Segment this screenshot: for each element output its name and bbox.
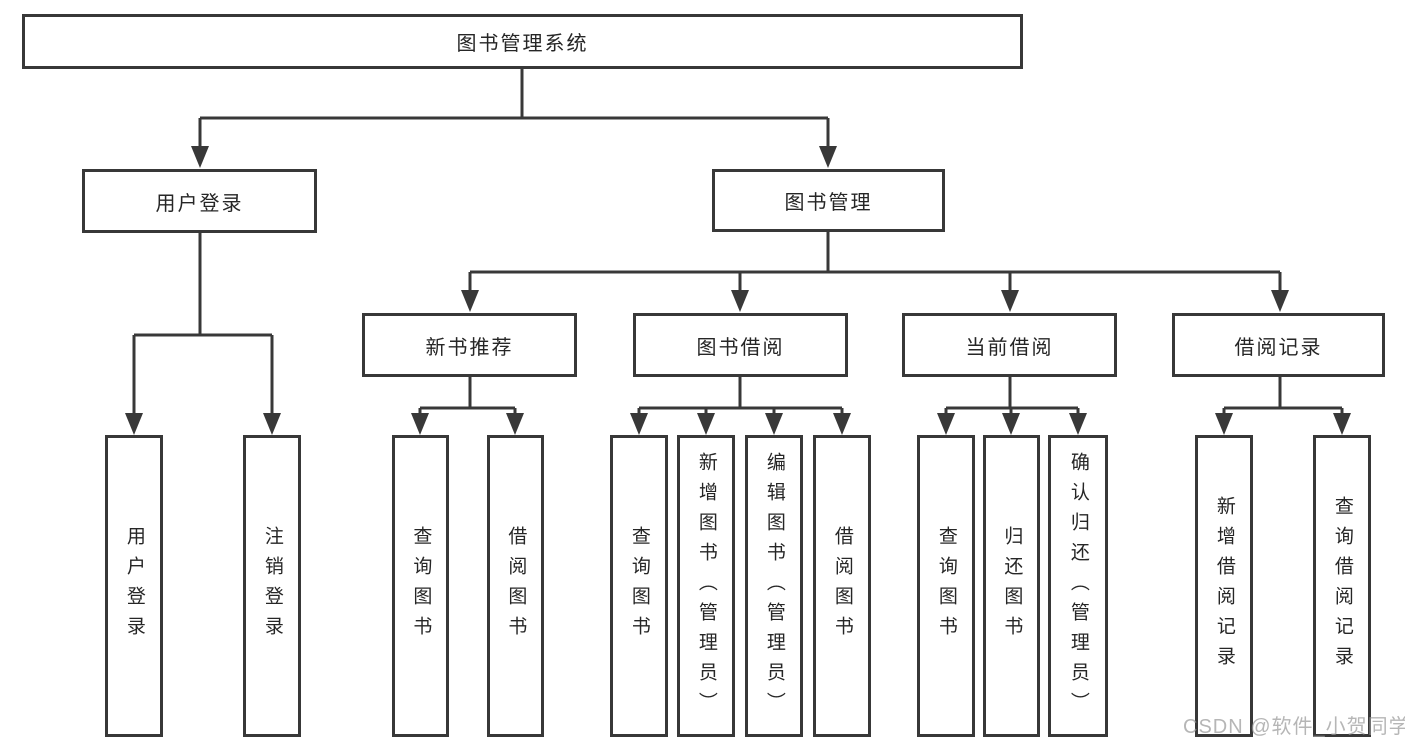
leaf-confirm-return-admin: 确认归还（管理员） — [1048, 435, 1108, 737]
leaf-logout: 注销登录 — [243, 435, 301, 737]
leaf-query-books-recommend: 查询图书 — [392, 435, 449, 737]
leaf-borrow-book: 借阅图书 — [813, 435, 871, 737]
leaf-return-book: 归还图书 — [983, 435, 1040, 737]
leaf-add-borrow-record-label: 新增借阅记录 — [1213, 496, 1235, 676]
leaf-add-book-admin: 新增图书（管理员） — [677, 435, 735, 737]
csdn-watermark: CSDN @软件_小贺同学 — [1183, 716, 1405, 738]
node-user-login: 用户登录 — [82, 169, 317, 233]
node-borrow-record: 借阅记录 — [1172, 313, 1385, 377]
leaf-query-borrow-record-label: 查询借阅记录 — [1331, 496, 1353, 676]
node-current-borrow-label: 当前借阅 — [965, 336, 1054, 359]
leaf-add-book-admin-label: 新增图书（管理员） — [695, 452, 717, 722]
leaf-query-books-recommend-label: 查询图书 — [410, 526, 432, 646]
leaf-borrow-books-recommend-label: 借阅图书 — [505, 526, 527, 646]
leaf-query-books-current-label: 查询图书 — [935, 526, 957, 646]
node-new-book-recommend-label: 新书推荐 — [425, 336, 514, 359]
leaf-user-login: 用户登录 — [105, 435, 163, 737]
leaf-edit-book-admin-label: 编辑图书（管理员） — [763, 452, 785, 722]
node-new-book-recommend: 新书推荐 — [362, 313, 577, 377]
node-user-login-label: 用户登录 — [155, 192, 244, 215]
leaf-query-books-borrow: 查询图书 — [610, 435, 668, 737]
leaf-user-login-label: 用户登录 — [123, 526, 145, 646]
leaf-query-books-borrow-label: 查询图书 — [628, 526, 650, 646]
node-book-management-label: 图书管理 — [784, 192, 873, 214]
leaf-borrow-books-recommend: 借阅图书 — [487, 435, 544, 737]
node-borrow-record-label: 借阅记录 — [1234, 336, 1323, 359]
node-current-borrow: 当前借阅 — [902, 313, 1117, 377]
node-book-borrow-label: 图书借阅 — [696, 336, 785, 359]
leaf-borrow-book-label: 借阅图书 — [831, 526, 853, 646]
arrowheads — [125, 146, 1351, 435]
leaf-query-borrow-record: 查询借阅记录 — [1313, 435, 1371, 737]
leaf-add-borrow-record: 新增借阅记录 — [1195, 435, 1253, 737]
leaf-confirm-return-admin-label: 确认归还（管理员） — [1067, 452, 1089, 722]
node-book-borrow: 图书借阅 — [633, 313, 848, 377]
leaf-return-book-label: 归还图书 — [1001, 526, 1023, 646]
leaf-edit-book-admin: 编辑图书（管理员） — [745, 435, 803, 737]
node-root-system: 图书管理系统 — [22, 14, 1023, 69]
leaf-query-books-current: 查询图书 — [917, 435, 975, 737]
node-book-management: 图书管理 — [712, 169, 945, 232]
leaf-logout-label: 注销登录 — [261, 526, 283, 646]
node-root-system-label: 图书管理系统 — [456, 33, 589, 55]
